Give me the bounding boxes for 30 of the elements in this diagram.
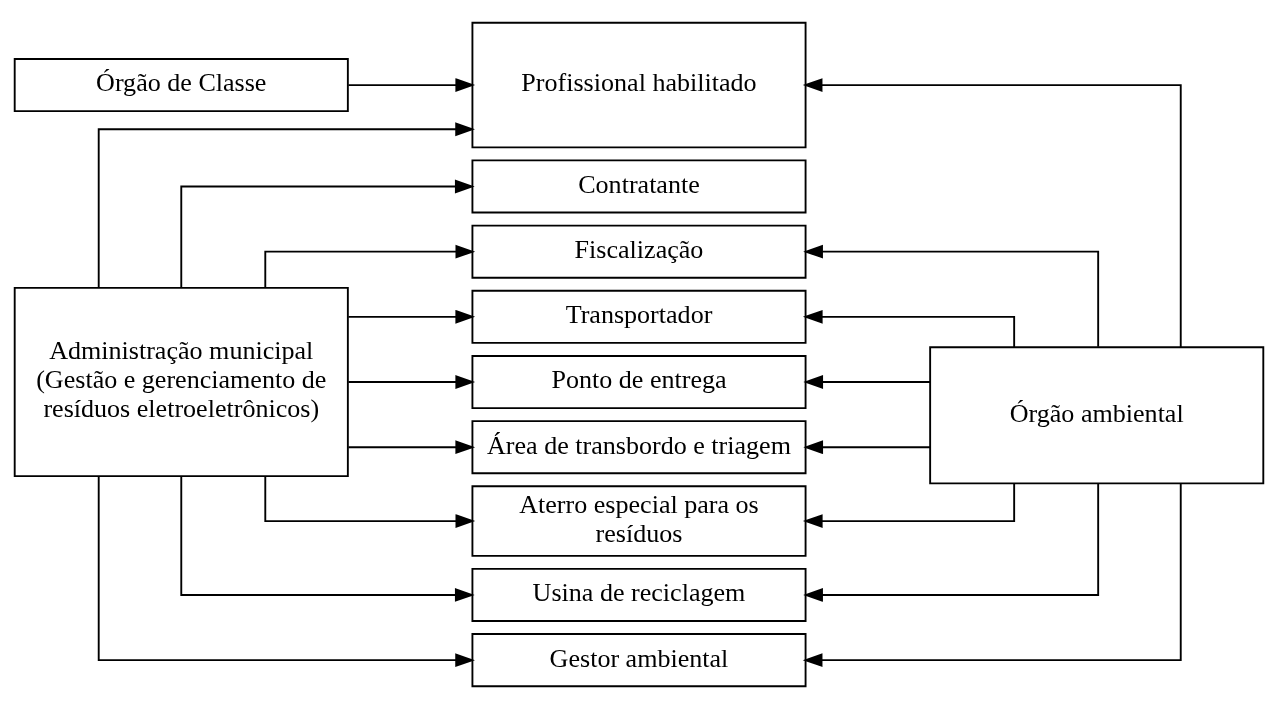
node-box: Transportador	[471, 289, 807, 344]
arrow	[264, 244, 476, 288]
arrow	[347, 439, 476, 454]
arrow	[803, 374, 931, 389]
arrow	[347, 77, 476, 92]
arrow	[802, 77, 1182, 348]
node-box: Aterro especial para os resíduos	[471, 484, 807, 557]
node-box: Área de transbordo e triagem	[471, 419, 807, 474]
node-box: Administração municipal (Gestão e gerenciamento de resíduos eletroeletrônicos)	[13, 286, 349, 477]
node-box: Contratante	[471, 158, 807, 213]
node-box: Ponto de entrega	[471, 354, 807, 409]
arrow	[802, 309, 1016, 348]
arrow	[180, 179, 475, 289]
arrow	[802, 482, 1182, 667]
node-box: Órgão ambiental	[929, 345, 1265, 484]
arrow	[347, 374, 476, 389]
arrow	[803, 244, 1100, 348]
arrow	[803, 482, 1100, 602]
arrow	[803, 439, 931, 454]
arrow	[97, 121, 475, 288]
node-box: Órgão de Classe	[13, 57, 349, 112]
node-box: Fiscalização	[471, 224, 807, 279]
arrow	[264, 474, 476, 528]
arrow	[180, 475, 475, 602]
node-box: Usina de reciclagem	[471, 567, 807, 622]
node-box: Gestor ambiental	[471, 632, 807, 687]
arrow	[97, 474, 475, 667]
arrow	[347, 309, 476, 324]
node-box: Profissional habilitado	[471, 21, 807, 148]
arrow	[802, 482, 1016, 528]
